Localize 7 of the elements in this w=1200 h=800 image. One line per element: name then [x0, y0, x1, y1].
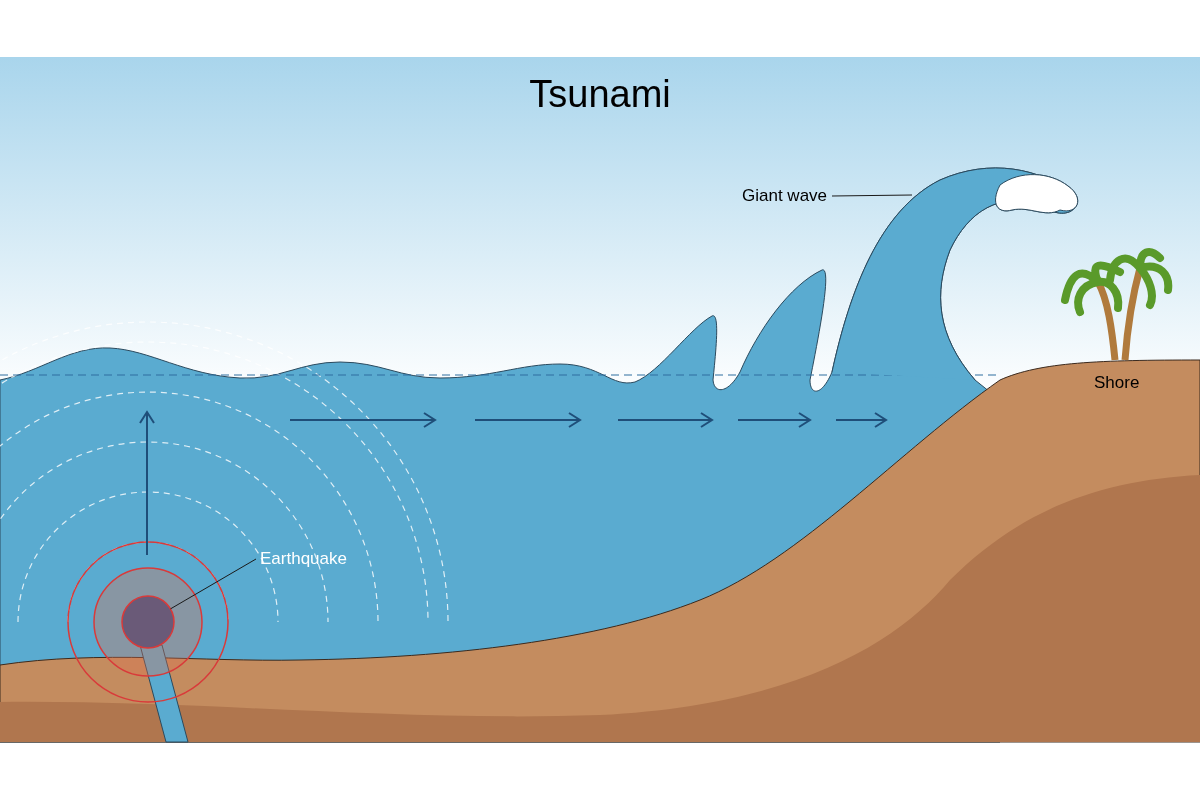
leader-line: [831, 194, 913, 197]
callout-label: Earthquake: [260, 547, 372, 571]
epicenter: [121, 595, 175, 649]
leader-line: [169, 558, 257, 610]
title: Tsunami: [528, 72, 672, 117]
callout-label: Giant wave: [742, 184, 832, 208]
place-label: Shore: [1094, 372, 1140, 394]
